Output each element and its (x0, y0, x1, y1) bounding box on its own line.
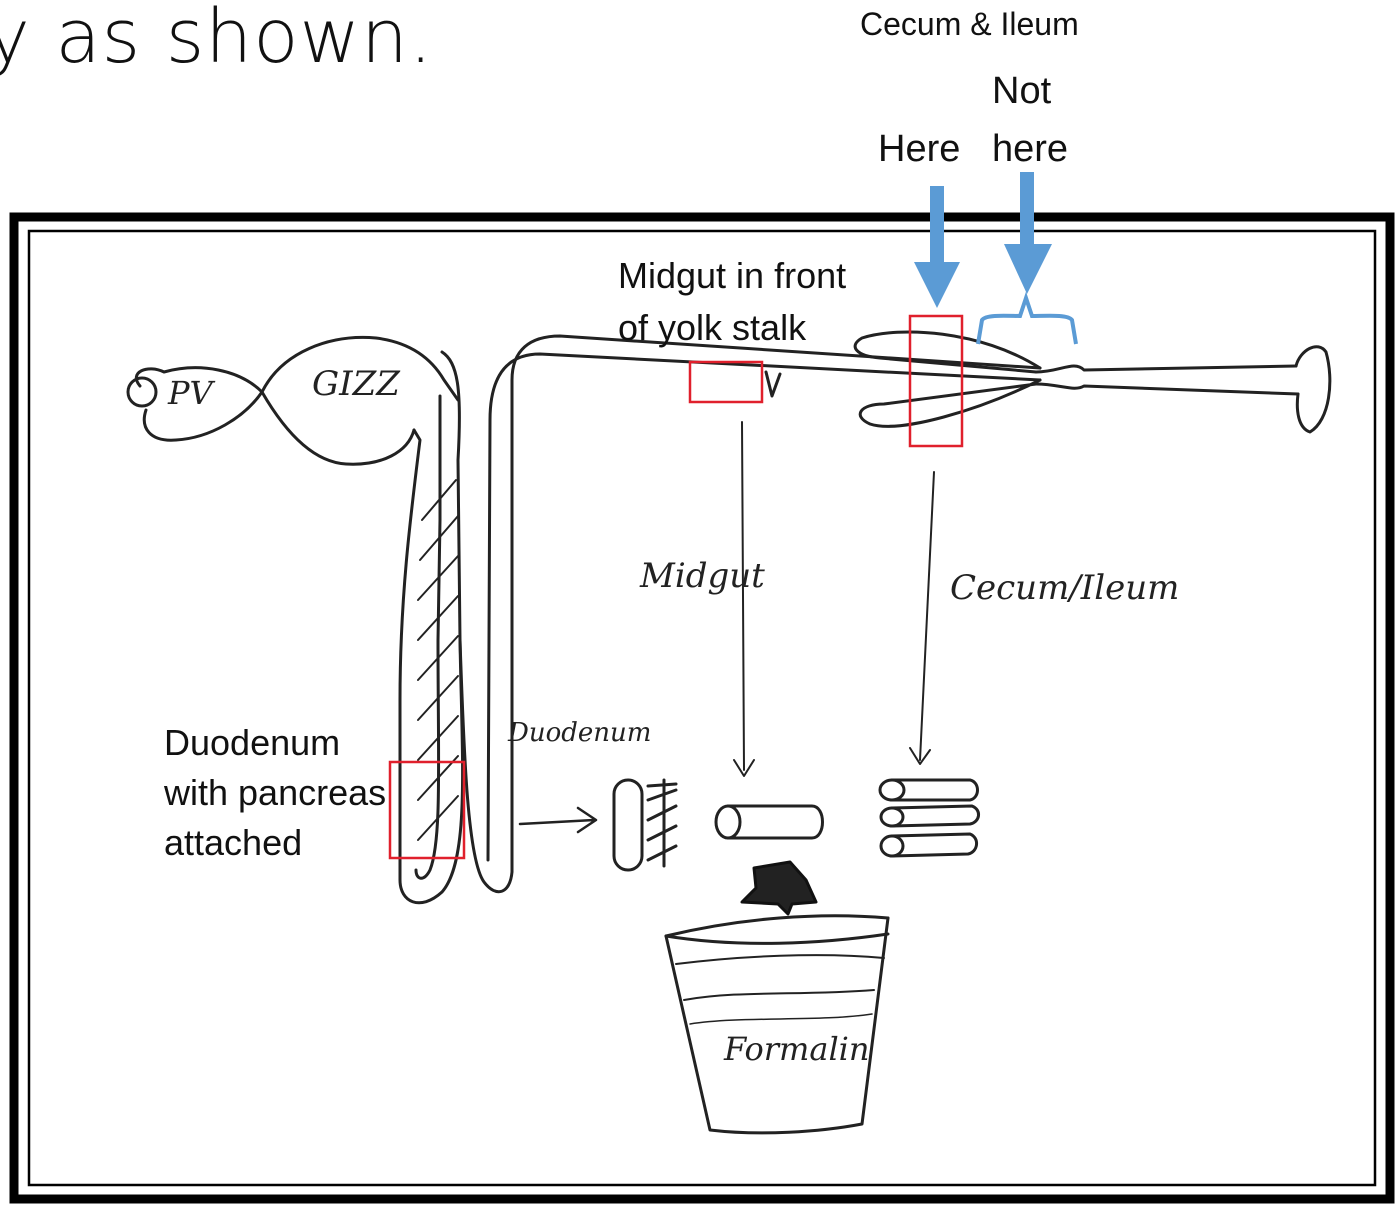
not-here-brace (976, 291, 1078, 345)
cecum-down-arrow (909, 471, 935, 765)
not-label: Not (992, 70, 1052, 112)
gizzard-outline (260, 335, 460, 466)
ascending-loop-inner (486, 352, 1042, 862)
pancreas-hatching (417, 479, 459, 841)
duodenal-loop-inner (414, 394, 442, 880)
midgut-down-arrow (733, 421, 755, 777)
ascending-loop-outer (458, 334, 1042, 894)
cecum-upper (853, 330, 1042, 374)
gizz-handwritten-label: GIZZ (312, 364, 400, 404)
duodenum-handwritten-label: Duodenum (508, 718, 652, 748)
midgut-front-label: Midgut in front of yolk stalk (618, 255, 847, 348)
outer-frame (9, 212, 1395, 1204)
yolk-stalk (764, 370, 782, 398)
here-label: Here (878, 128, 961, 170)
duodenum-sample-box (388, 760, 466, 860)
pv-handwritten-label: PV (168, 374, 213, 412)
midgut-handwritten-label: Midgut (640, 556, 765, 596)
colon (1034, 364, 1300, 396)
cloaca (1294, 345, 1332, 434)
duodenum-sample (612, 778, 678, 872)
cecum-sample-box (908, 314, 964, 448)
midgut-sample-box (688, 360, 764, 404)
not-here-arrow-shaft (1020, 172, 1034, 254)
drop-arrow-shape (740, 860, 818, 916)
formalin-handwritten-label: Formalin (724, 1030, 870, 1068)
midgut-sample (714, 804, 824, 840)
duodenum-right-arrow (518, 806, 598, 834)
cecum-lower (858, 378, 1042, 428)
cecum-ileum-samples (878, 778, 980, 858)
not-here-arrow-head (1004, 244, 1052, 294)
here-arrow-head (914, 262, 960, 308)
duodenum-pancreas-label: Duodenum with pancreas attached (164, 722, 387, 863)
here-lower-label: here (992, 128, 1069, 170)
proventriculus-circle (126, 376, 158, 408)
cecum-ileum-label: Cecum & Ileum (860, 6, 1079, 42)
cecum-ileum-handwritten-label: Cecum/Ileum (950, 568, 1180, 608)
inner-frame (27, 229, 1377, 1187)
slide-title-fragment: y as shown. (0, 0, 434, 80)
here-arrow-shaft (930, 186, 944, 272)
duodenal-loop-outer (398, 350, 465, 905)
formalin-container (664, 914, 890, 1135)
